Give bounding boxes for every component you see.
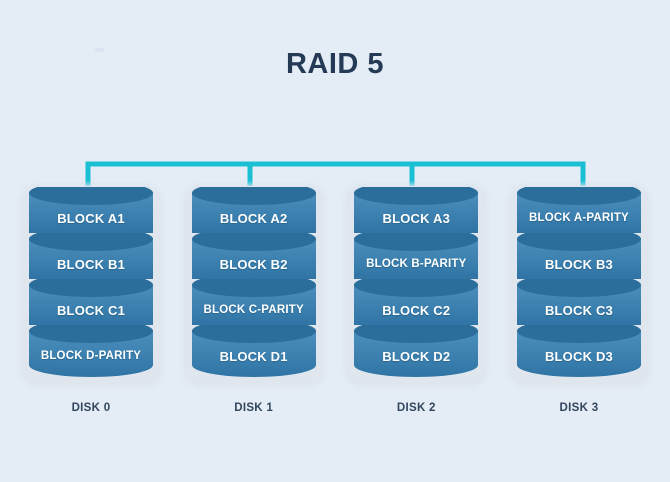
block-label: BLOCK A1: [57, 210, 125, 226]
disk-block[interactable]: BLOCK D-PARITY: [29, 325, 153, 377]
disk-block[interactable]: BLOCK C-PARITY: [191, 279, 316, 331]
block-label: BLOCK B-PARITY: [366, 258, 467, 270]
disk-block[interactable]: BLOCK D1: [191, 325, 316, 377]
disk-caption-1: DISK 1: [234, 402, 274, 414]
block-label: BLOCK D3: [544, 348, 613, 364]
raid-controller-bus: [85, 161, 586, 200]
cylinder-shape: [29, 233, 153, 279]
disk-block[interactable]: BLOCK D3: [516, 325, 641, 377]
block-label: BLOCK D1: [219, 348, 288, 364]
cylinder-shape: [29, 279, 153, 325]
disk-stack-1[interactable]: BLOCK A2 BLOCK B2 BLOCK C-PARITY BLOCK D1: [184, 186, 323, 386]
disk-stack-3[interactable]: BLOCK A-PARITY BLOCK B3 BLOCK C3 BLOCK D3: [509, 186, 648, 386]
disk-captions: DISK 0 DISK 1 DISK 2 DISK 3: [22, 402, 648, 414]
disk-block[interactable]: BLOCK B1: [29, 233, 153, 285]
block-label: BLOCK D2: [382, 348, 451, 364]
disk-block[interactable]: BLOCK A3: [354, 187, 479, 239]
disk-stack-2[interactable]: BLOCK A3 BLOCK B-PARITY BLOCK C2 BLOCK D2: [347, 186, 486, 386]
cylinder-shape: [354, 279, 479, 325]
disk-cylinders: BLOCK A2 BLOCK B2 BLOCK C-PARITY BLOCK D1: [191, 187, 316, 378]
disk-block[interactable]: BLOCK A2: [191, 187, 316, 239]
disk-stack-0[interactable]: BLOCK A1 BLOCK B1 BLOCK C1 BLOCK D-PARITY: [22, 186, 160, 386]
cylinder-shape: [191, 325, 316, 377]
background-artifact: [95, 48, 104, 52]
cylinder-shape: [29, 325, 153, 377]
disk-caption-3: DISK 3: [559, 402, 599, 414]
cylinder-shape: [354, 233, 479, 279]
block-label: BLOCK D-PARITY: [40, 350, 142, 362]
cylinder-shape: [191, 233, 316, 279]
block-label: BLOCK C1: [56, 302, 126, 318]
disk-caption-0: DISK 0: [71, 402, 111, 414]
disk-cylinders: BLOCK A3 BLOCK B-PARITY BLOCK C2 BLOCK D2: [354, 187, 479, 378]
disk-cylinders: BLOCK A1 BLOCK B1 BLOCK C1 BLOCK D-PARITY: [29, 187, 153, 378]
block-label: BLOCK B2: [219, 256, 288, 272]
block-label: BLOCK A2: [219, 210, 288, 226]
disk-block[interactable]: BLOCK D2: [354, 325, 479, 377]
cylinder-shape: [516, 279, 641, 325]
block-label: BLOCK C-PARITY: [203, 304, 304, 316]
block-label: BLOCK C3: [544, 302, 613, 318]
cylinder-shape: [191, 279, 316, 325]
block-label: BLOCK A3: [382, 210, 451, 226]
disk-block[interactable]: BLOCK B3: [516, 233, 641, 285]
disk-cylinders: BLOCK A-PARITY BLOCK B3 BLOCK C3 BLOCK D3: [516, 187, 641, 378]
cylinder-shape: [191, 187, 316, 233]
disk-block[interactable]: BLOCK C3: [516, 279, 641, 331]
disk-block[interactable]: BLOCK B-PARITY: [354, 233, 479, 285]
disk-block[interactable]: BLOCK A-PARITY: [516, 187, 641, 239]
cylinder-shape: [516, 325, 641, 377]
block-label: BLOCK B3: [544, 256, 613, 272]
disk-block[interactable]: BLOCK B2: [191, 233, 316, 285]
disk-block[interactable]: BLOCK C2: [354, 279, 479, 331]
disk-block[interactable]: BLOCK C1: [29, 279, 153, 331]
block-label: BLOCK A-PARITY: [529, 212, 629, 224]
cylinder-shape: [354, 325, 479, 377]
cylinder-shape: [354, 187, 479, 233]
cylinder-shape: [516, 187, 641, 233]
disk-block[interactable]: BLOCK A1: [29, 187, 153, 239]
cylinder-shape: [516, 233, 641, 279]
block-label: BLOCK C2: [382, 302, 451, 318]
cylinder-shape: [29, 187, 153, 233]
page-title: RAID 5: [285, 48, 385, 80]
disk-caption-2: DISK 2: [396, 402, 436, 414]
block-label: BLOCK B1: [56, 256, 126, 272]
